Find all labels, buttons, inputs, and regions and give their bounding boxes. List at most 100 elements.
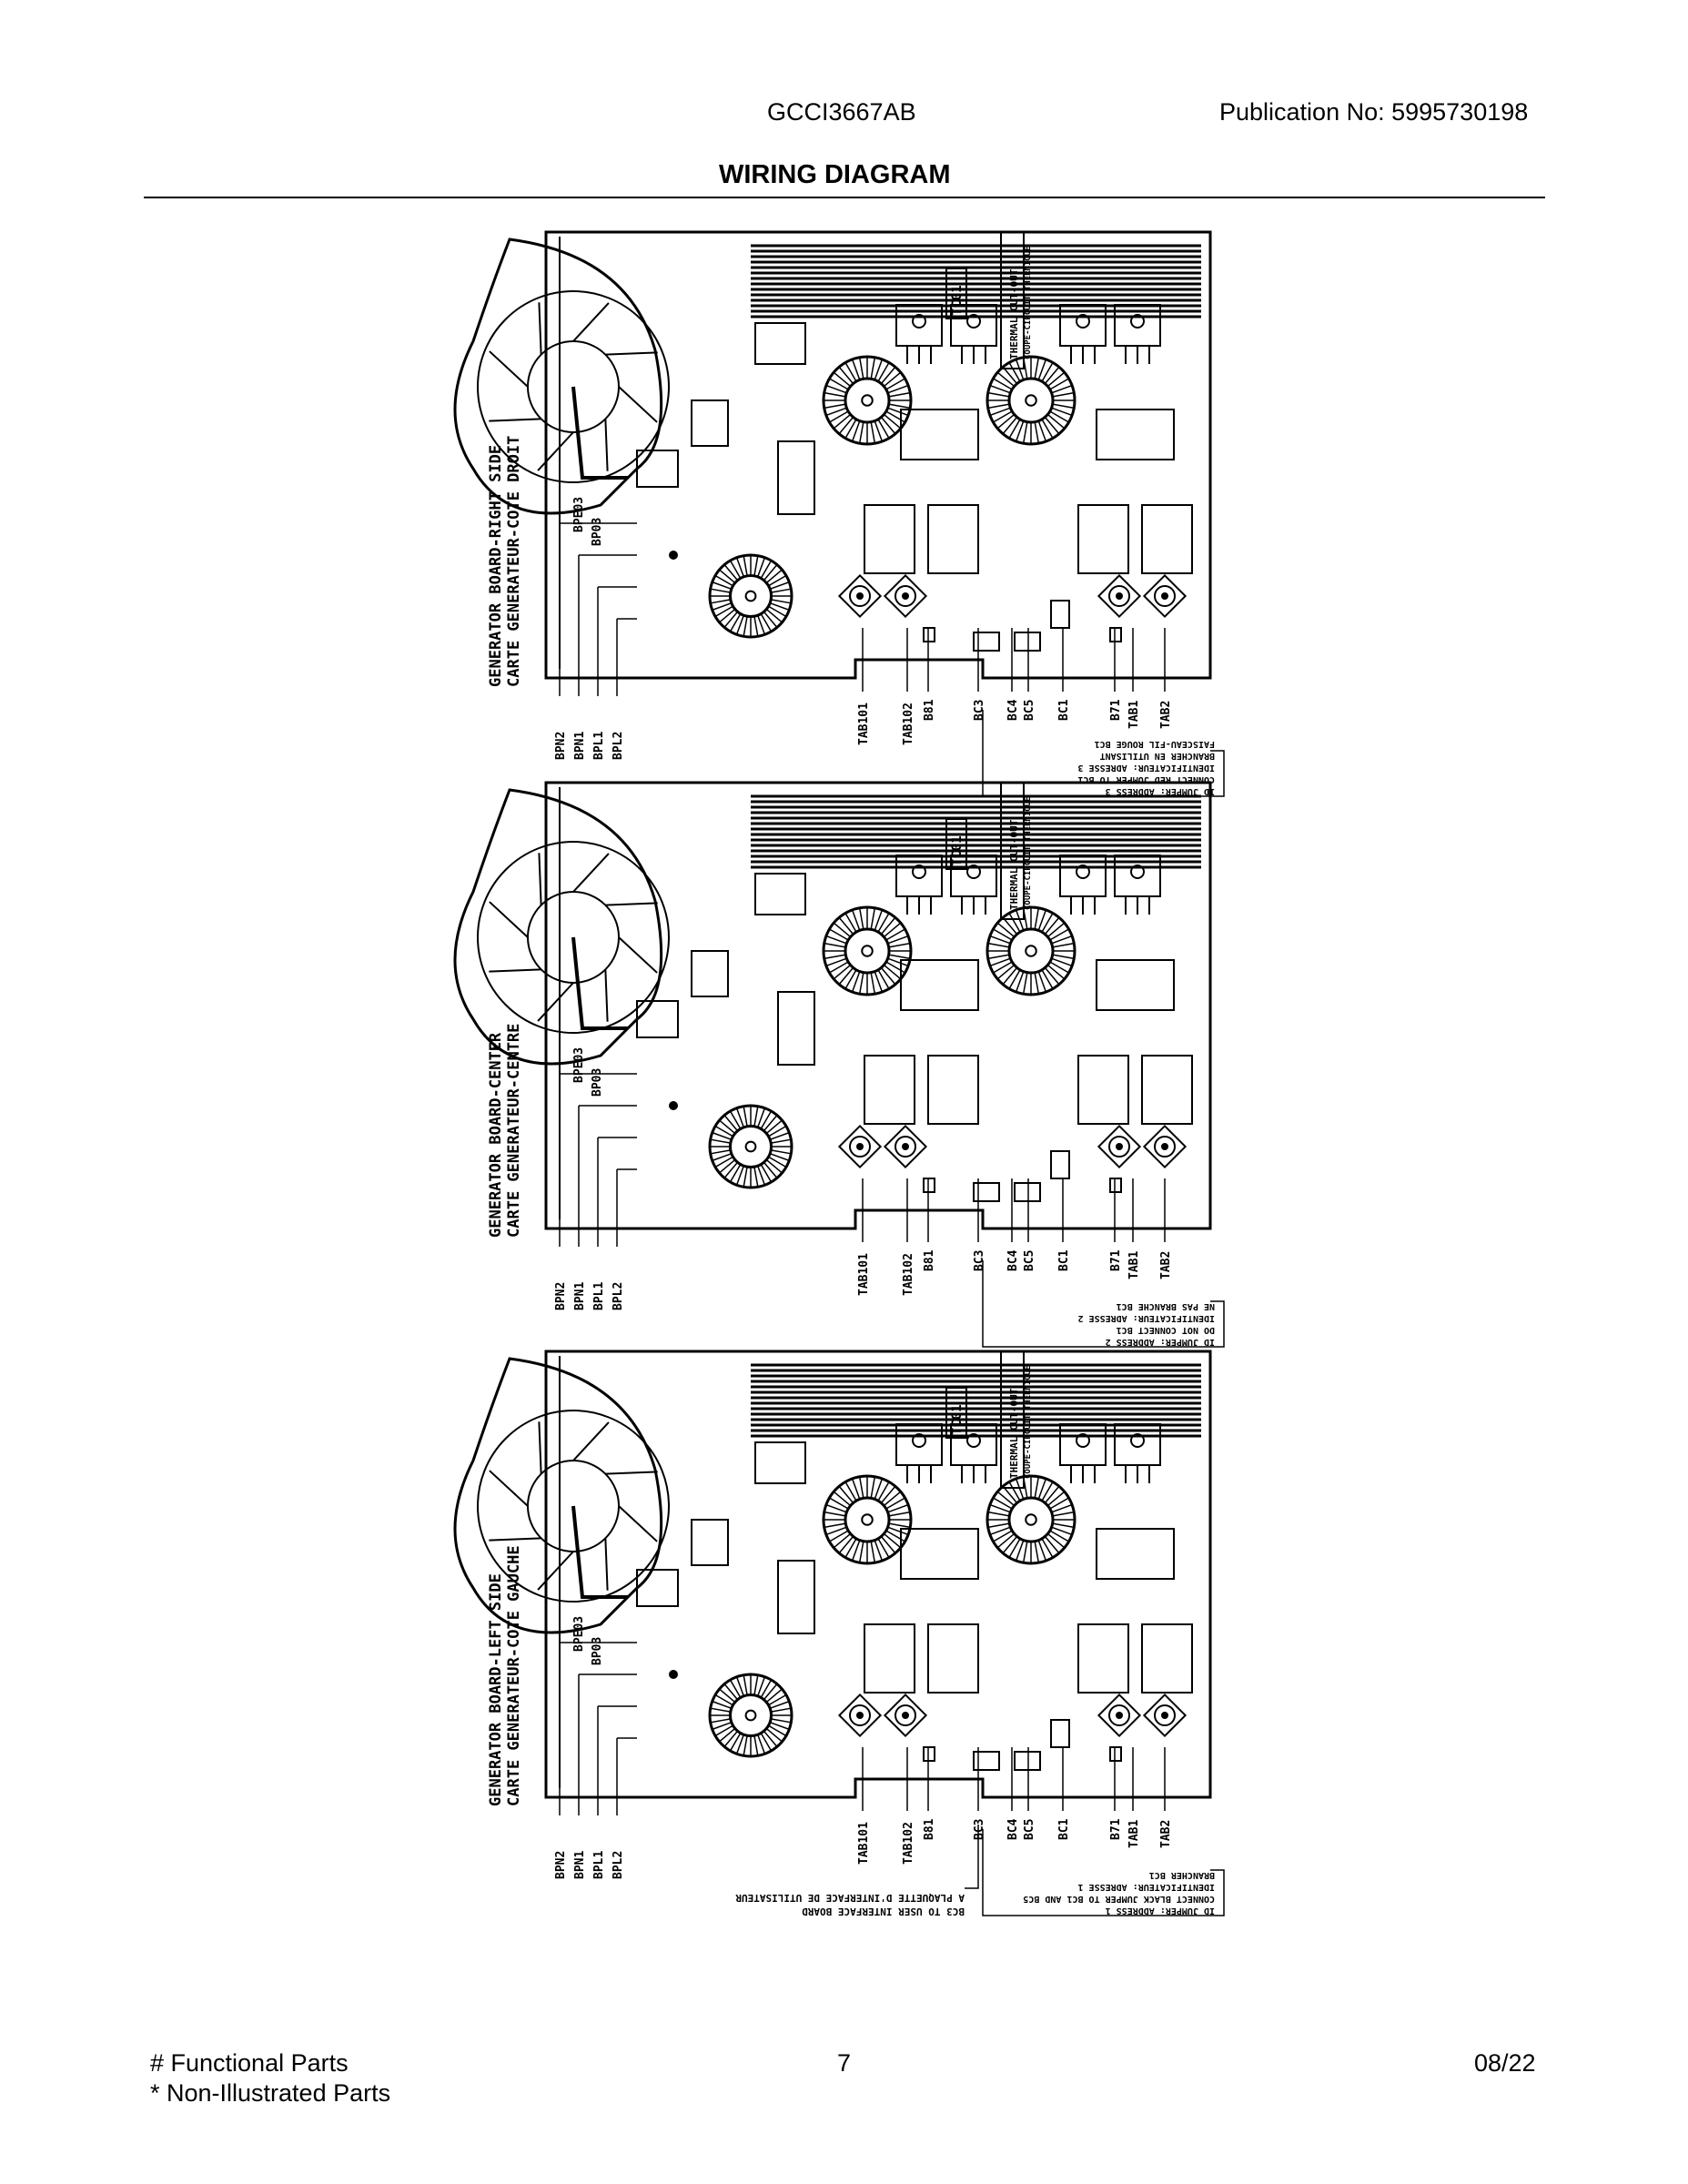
jumper-note-line: IDENTIFICATEUR: ADRESSE 1 [1077,1882,1215,1892]
label-tab2: TAB2 [1159,1251,1173,1279]
header-connector [1014,632,1041,652]
toroid-coil [822,1474,913,1565]
label-bpe03: BPE03 [572,497,586,532]
label-tab102: TAB102 [902,703,915,745]
label-bc5: BC5 [1023,1250,1036,1271]
jumper-note-line: BRANCHER BC1 [1149,1870,1215,1880]
bridge-rectifier [754,873,806,915]
label-b81: B81 [923,699,936,721]
connector-bpe03 [636,450,679,488]
cooling-fan [453,238,670,515]
label-tab102: TAB102 [902,1822,915,1865]
film-capacitor [927,504,979,574]
spade-terminal [1097,1124,1142,1169]
film-capacitor [864,504,915,574]
board-outline [544,781,1212,1230]
cooling-fan [453,1357,670,1634]
tc01-label: TC01 [950,285,965,316]
film-capacitor [927,1623,979,1694]
power-transistor [950,854,997,915]
power-transistor [1059,1423,1107,1483]
label-bc5: BC5 [1023,700,1036,721]
connector-bpe03 [636,1000,679,1038]
b71-connector [1109,1746,1122,1762]
legend-functional-parts: # Functional Parts [150,2049,349,2077]
spade-terminal [1142,573,1188,619]
label-bpl1: BPL1 [592,1282,606,1310]
bp03-point [669,551,678,560]
label-tab2: TAB2 [1159,1820,1173,1848]
page-number: 7 [837,2049,852,2077]
label-bpn2: BPN2 [554,732,568,760]
resonant-capacitor [900,1528,979,1580]
jumper-note-line: BRANCHER EN UTILISANT [1100,751,1215,761]
jumper-note-line: DO NOT CONNECT BC1 [1117,1325,1215,1335]
relay [777,991,815,1066]
label-b71: B71 [1109,1818,1123,1840]
film-capacitor [864,1055,915,1125]
board-title-fr: CARTE GENERATEUR-CENTRE [505,1024,523,1238]
bc1-connector [1050,1150,1070,1179]
label-bc3: BC3 [973,1250,986,1271]
label-bpn1: BPN1 [573,732,587,760]
jumper-note-line: IDENTIFICATEUR: ADRESSE 2 [1077,1313,1215,1323]
label-tab102: TAB102 [902,1253,915,1296]
b81-connector [923,627,935,642]
label-tab2: TAB2 [1159,701,1173,729]
power-transistor [950,304,997,364]
label-bpn2: BPN2 [554,1851,568,1879]
toroid-coil [708,1673,793,1758]
spade-terminal [1097,573,1142,619]
jumper-note-line: ID JUMPER: ADDRESS 3 [1106,786,1215,796]
spade-terminal [1097,1693,1142,1738]
label-bc1: BC1 [1057,699,1071,721]
toroid-coil [822,905,913,996]
label-b71: B71 [1109,699,1123,721]
label-bpl2: BPL2 [612,1851,625,1879]
board-outline [544,1350,1212,1799]
label-bc1: BC1 [1057,1818,1071,1840]
film-capacitor [1141,1623,1193,1694]
thermal-cutout-label: THERMAL CUT-OUT [1008,819,1020,910]
jumper-note-line: IDENTIFICATEUR: ADRESSE 3 [1077,763,1215,773]
toroid-coil [822,355,913,446]
thermal-cutout-label: THERMAL CUT-OUT [1008,268,1020,359]
power-transistor [1114,854,1161,915]
resonant-capacitor [900,959,979,1011]
film-capacitor [927,1055,979,1125]
spade-terminal [1142,1124,1188,1169]
power-transistor [1114,1423,1161,1483]
film-capacitor [1077,504,1129,574]
label-bc4: BC4 [1006,699,1020,721]
spade-terminal [837,1124,883,1169]
jumper-note-line: NE PAS BRANCHE BC1 [1117,1301,1215,1311]
header-connector [973,1751,1000,1771]
connector-bpe03 [636,1569,679,1607]
label-tab101: TAB101 [857,1822,871,1865]
page-title: WIRING DIAGRAM [719,160,951,189]
toroid-coil [708,1104,793,1189]
thermal-cutout-label: THERMAL CUT-OUT [1008,1388,1020,1479]
label-bc1: BC1 [1057,1249,1071,1271]
cooling-fan [453,788,670,1066]
model-number: GCCI3667AB [767,98,916,126]
transformer [691,399,729,447]
header-connector [973,632,1000,652]
heat-sink [751,1363,1201,1438]
power-transistor [950,1423,997,1483]
jumper-note-line: FAISCEAU-FIL ROUGE BC1 [1095,739,1215,749]
film-capacitor [1141,1055,1193,1125]
jumper-note-line: ID JUMPER: ADDRESS 1 [1106,1906,1215,1916]
toroid-coil [986,1474,1076,1565]
header-connector [973,1182,1000,1202]
relay [777,440,815,515]
board-title-fr: CARTE GENERATEUR-COTE GAUCHE [505,1545,523,1806]
resonant-capacitor [1096,409,1175,460]
tc01-label: TC01 [950,835,965,866]
resonant-capacitor [1096,959,1175,1011]
resonant-capacitor [1096,1528,1175,1580]
thermal-cutout-label-fr: COUPE-CIRCUIT THERMIQUE [1024,1365,1033,1479]
